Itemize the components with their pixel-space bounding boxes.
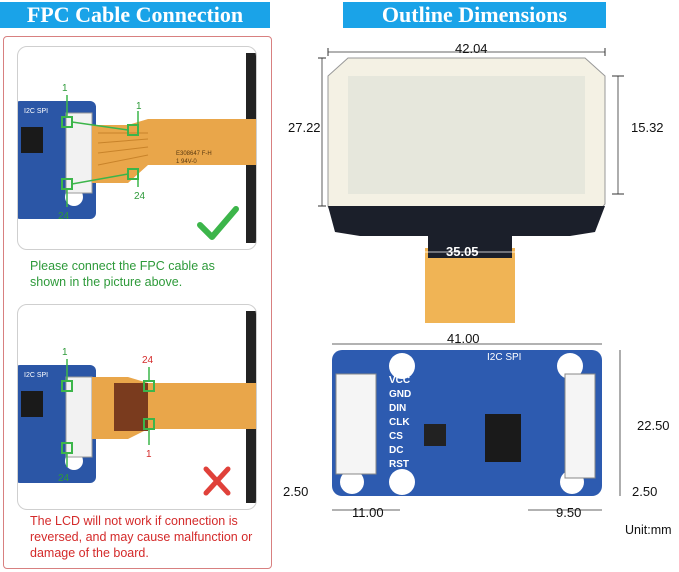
board-hole-right-dim: 2.50: [632, 484, 658, 499]
fpc-pin24-label: 24: [134, 191, 146, 202]
display-height-dim: 27.22: [288, 120, 321, 135]
pin24-label: 24: [58, 473, 70, 484]
check-icon: [197, 206, 239, 240]
board-right-hole-dim: 9.50: [556, 505, 582, 520]
pin-label: CLK: [389, 417, 410, 428]
display-bottom-width-dim: 35.05: [446, 244, 479, 259]
display-outline-drawing: [318, 48, 624, 323]
correct-connection-note: Please connect the FPC cable as shown in…: [30, 259, 215, 289]
fpc-pin1-label: 1: [136, 101, 142, 112]
reversed-connection-illustration: I2C SPI 1 24 24 1: [18, 311, 256, 503]
fpc-stiffener: [114, 383, 148, 431]
board-outline-drawing: [332, 343, 621, 511]
unit-label: Unit:mm: [625, 523, 672, 537]
board-height-dim: 22.50: [637, 418, 670, 433]
reversed-connection-note: The LCD will not work if connection is r…: [30, 514, 253, 560]
fpc-socket: [564, 373, 596, 479]
board-left-hole-dim: 11.00: [352, 505, 384, 520]
display-fpc-tail: [425, 248, 515, 323]
pin1-label: 1: [62, 347, 68, 358]
correct-connection-illustration: I2C SPI E308647 F-H 1 94V-0 1 24 1 24: [18, 53, 256, 243]
pin-labels: VCC GND DIN CLK CS DC RST: [389, 375, 429, 473]
board-regulator: [424, 424, 446, 446]
pin-label: DIN: [389, 403, 407, 414]
pin-label: VCC: [389, 375, 411, 386]
display-width-dim: 42.04: [455, 41, 488, 56]
fpc-print-1: E308647 F-H: [176, 151, 212, 157]
pin-label: GND: [389, 389, 412, 400]
reversed-connection-card: I2C SPI 1 24 24 1: [17, 304, 257, 510]
board-pcb: [332, 350, 602, 496]
fpc-connector: [65, 376, 93, 458]
board-width-dim: 41.00: [447, 331, 480, 346]
header-outline-dimensions: Outline Dimensions: [343, 2, 606, 28]
board-silk-label: I2C SPI: [24, 372, 48, 379]
chip: [21, 127, 43, 153]
pin-label: CS: [389, 431, 403, 442]
pin24-label: 24: [58, 211, 70, 222]
fpc-print-2: 1 94V-0: [176, 159, 197, 165]
header-fpc-connection: FPC Cable Connection: [0, 2, 270, 28]
pin1-label: 1: [62, 83, 68, 94]
fpc-pin1-label: 1: [146, 449, 152, 460]
display-active-area: [348, 76, 585, 194]
pin-header: [335, 373, 377, 475]
pin-label: RST: [389, 459, 409, 470]
board-ic: [485, 414, 521, 462]
display-active-height-dim: 15.32: [631, 120, 664, 135]
display-bottom-rim: [328, 206, 605, 236]
pin-label: DC: [389, 445, 404, 456]
board-mode-silk: I2C SPI: [487, 352, 522, 363]
board-hole-left-dim: 2.50: [283, 484, 309, 499]
fpc-pin24-label: 24: [142, 355, 154, 366]
cross-icon: [203, 466, 231, 496]
board-silk-label: I2C SPI: [24, 108, 48, 115]
display-driver-ic: [428, 232, 512, 258]
correct-connection-card: I2C SPI E308647 F-H 1 94V-0 1 24 1 24: [17, 46, 257, 250]
